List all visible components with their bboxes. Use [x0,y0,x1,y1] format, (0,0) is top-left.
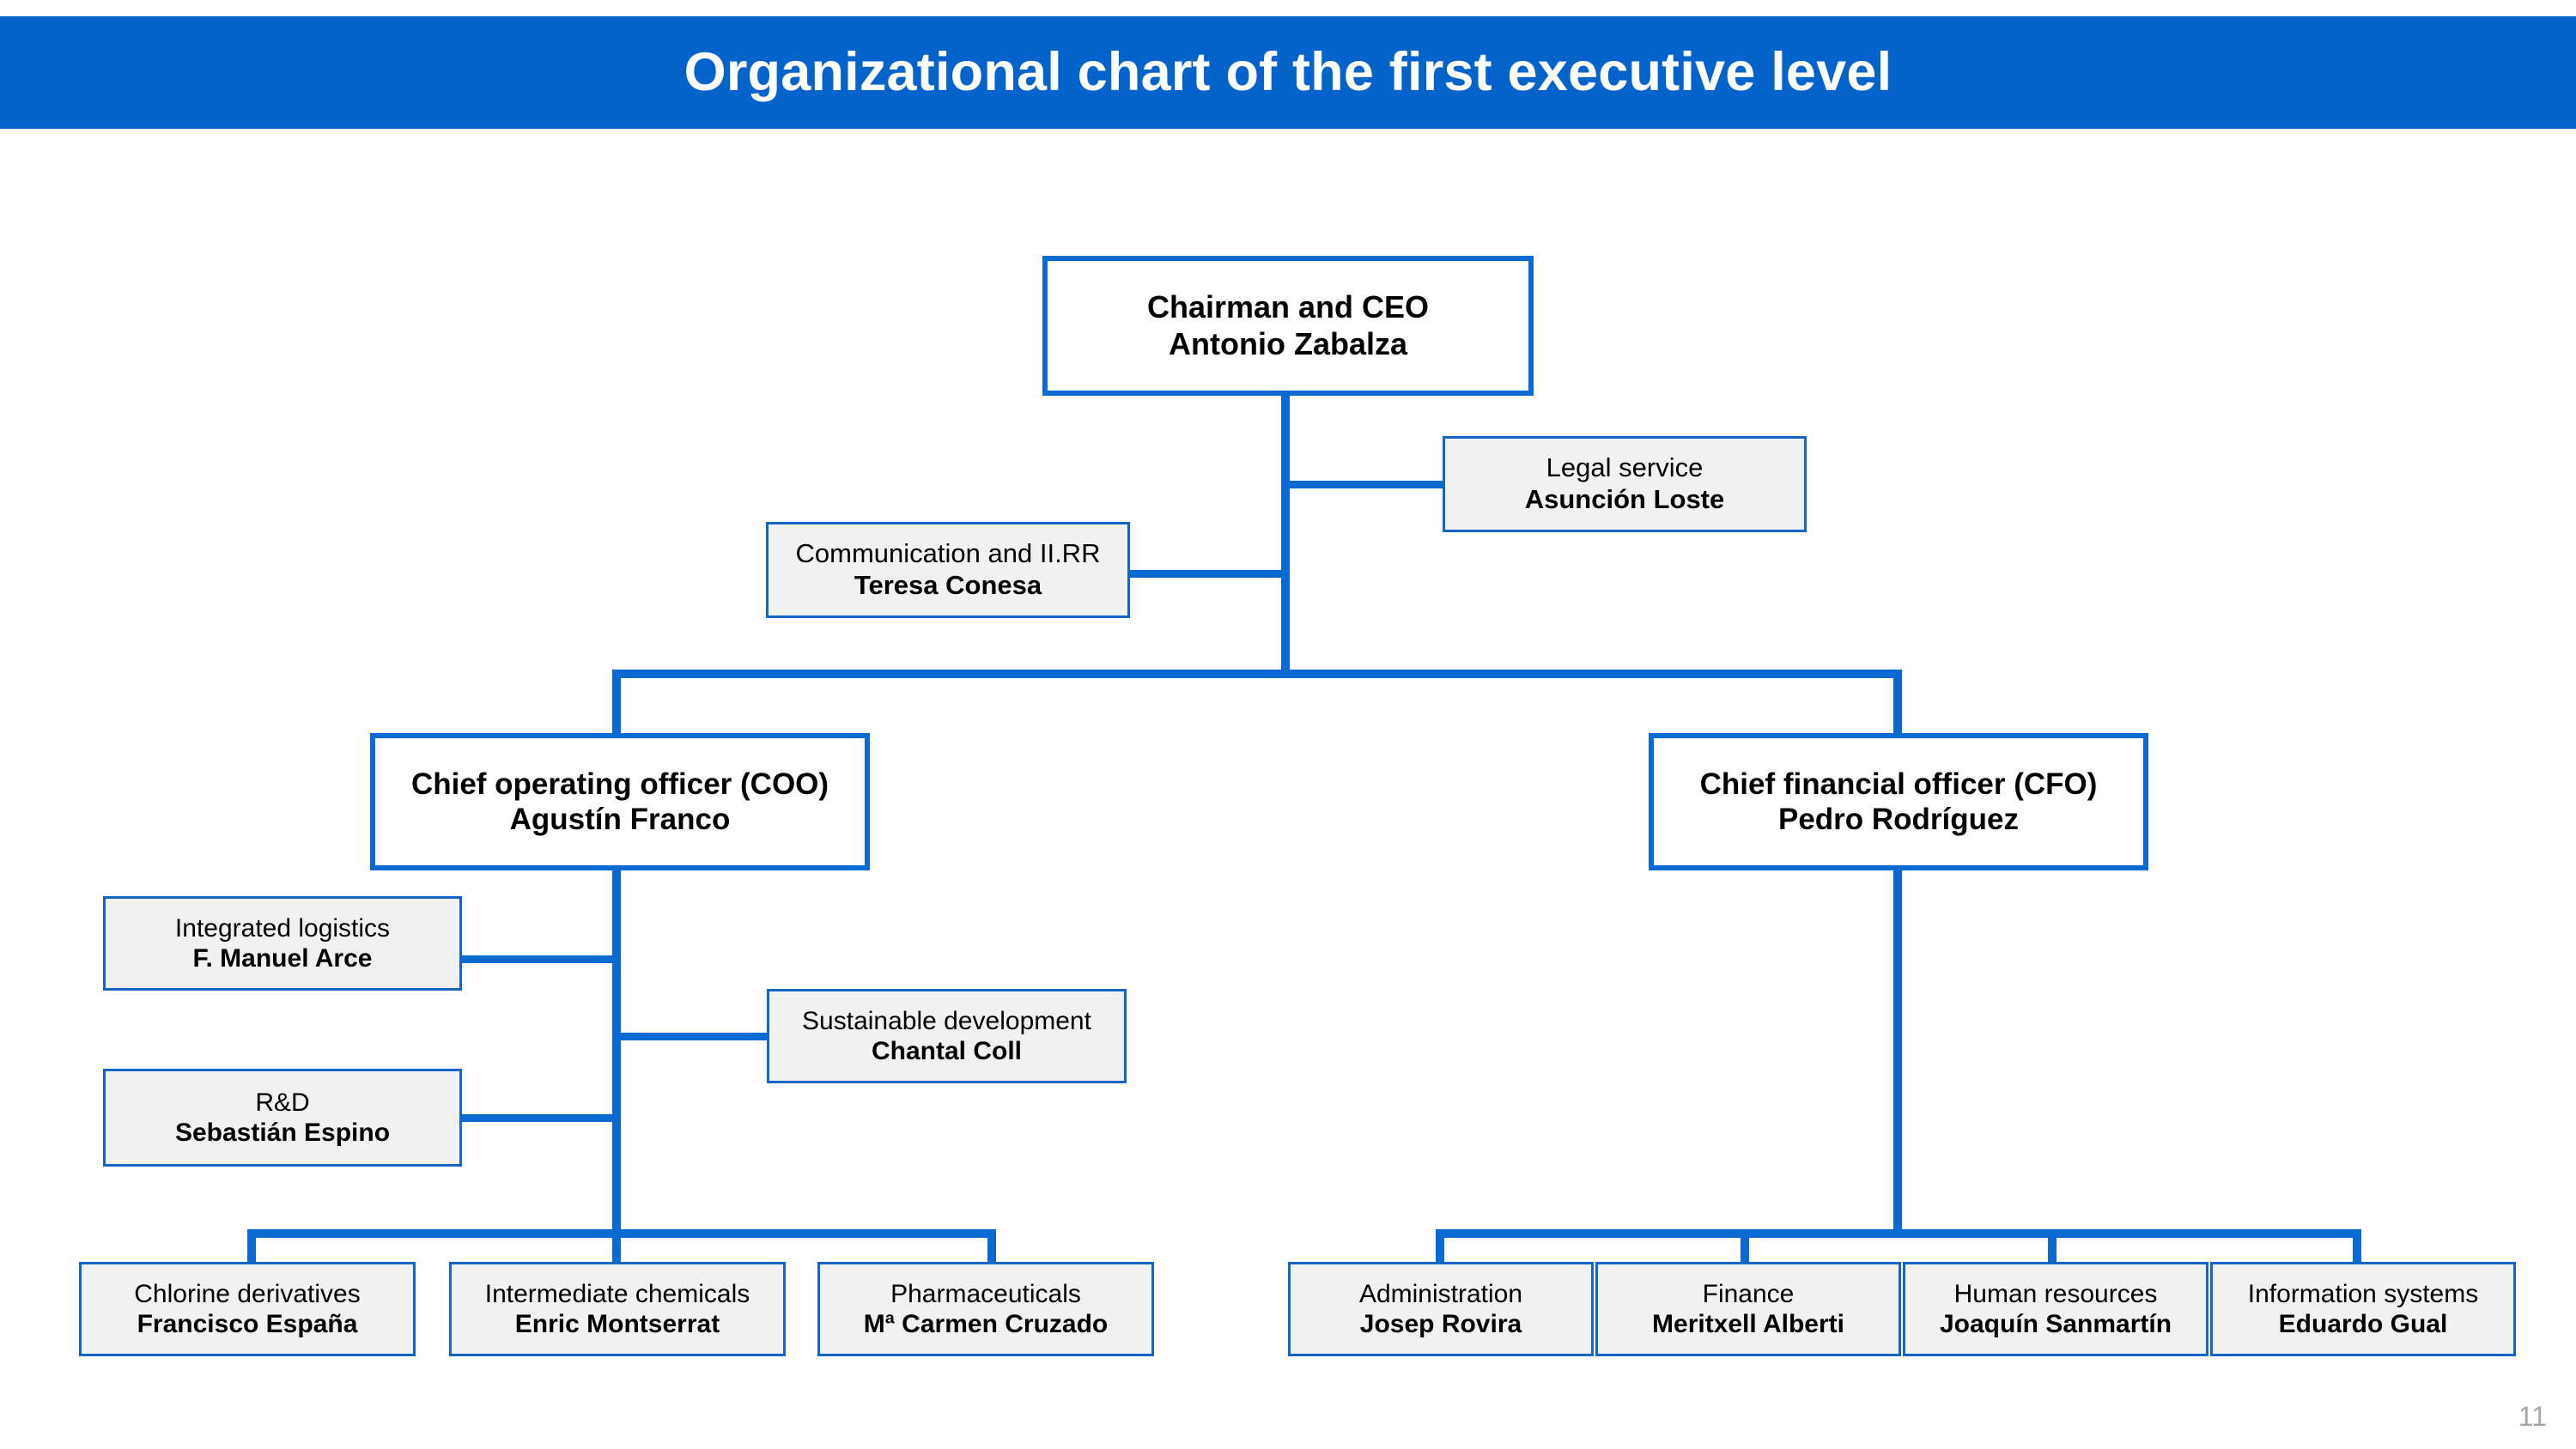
node-role: Finance [1702,1279,1795,1308]
node-role: Integrated logistics [174,913,391,943]
node-role: Information systems [2247,1279,2479,1308]
node-person: Asunción Loste [1524,484,1725,514]
node-role: Administration [1358,1279,1523,1308]
node-human-resources[interactable]: Human resources Joaquín Sanmartín [1903,1262,2208,1356]
connector-drop-to-it [2353,1229,2361,1264]
node-role: Chief operating officer (COO) [410,767,829,801]
connector-coo-stem [612,870,621,1234]
connector-coo-bottom-bar [247,1229,996,1238]
node-communication-iirr[interactable]: Communication and II.RR Teresa Conesa [766,522,1130,618]
connector-drop-to-pharmaceuticals [987,1229,996,1264]
connector-drop-to-chlorine [247,1229,256,1264]
node-person: Teresa Conesa [854,570,1042,600]
node-person: Agustín Franco [509,803,731,836]
node-role: Sustainable development [802,1006,1091,1035]
node-person: Chantal Coll [871,1037,1022,1065]
node-finance[interactable]: Finance Meritxell Alberti [1595,1262,1901,1356]
node-person: Meritxell Alberti [1652,1310,1844,1338]
node-person: Josep Rovira [1359,1310,1522,1338]
node-role: Intermediate chemicals [484,1279,750,1308]
node-person: Francisco España [137,1310,358,1338]
slide-header-band: Organizational chart of the first execut… [0,16,2576,129]
node-person: Eduardo Gual [2278,1310,2448,1338]
node-pharmaceuticals[interactable]: Pharmaceuticals Mª Carmen Cruzado [817,1262,1154,1356]
node-role: Pharmaceuticals [890,1279,1081,1308]
connector-coo-to-rd [462,1114,617,1122]
node-sustainable-development[interactable]: Sustainable development Chantal Coll [767,989,1127,1083]
connector-drop-to-intermediate [612,1229,621,1264]
connector-top-distribution-bar [612,670,1902,678]
node-rd[interactable]: R&D Sebastián Espino [103,1069,462,1167]
connector-coo-to-logistics [462,955,617,963]
node-intermediate-chemicals[interactable]: Intermediate chemicals Enric Montserrat [449,1262,786,1356]
connector-drop-to-administration [1436,1229,1444,1264]
node-person: Pedro Rodríguez [1777,803,2020,836]
node-chairman-ceo[interactable]: Chairman and CEO Antonio Zabalza [1042,256,1534,396]
node-person: F. Manuel Arce [192,944,373,973]
node-role: Legal service [1546,452,1704,483]
node-person: Mª Carmen Cruzado [863,1310,1109,1338]
node-chlorine-derivatives[interactable]: Chlorine derivatives Francisco España [79,1262,416,1356]
node-person: Enric Montserrat [514,1310,720,1338]
node-role: Chief financial officer (CFO) [1699,767,2098,801]
connector-cfo-bottom-bar [1436,1229,2361,1238]
node-information-systems[interactable]: Information systems Eduardo Gual [2210,1262,2516,1356]
connector-drop-to-coo [612,670,621,733]
node-role: Human resources [1953,1279,2158,1308]
node-chief-operating-officer[interactable]: Chief operating officer (COO) Agustín Fr… [370,733,870,870]
connector-drop-to-cfo [1893,670,1902,733]
connector-drop-to-hr [2048,1229,2057,1264]
connector-cfo-stem [1893,870,1902,1234]
node-role: R&D [255,1088,310,1117]
page-title: Organizational chart of the first execut… [683,42,1893,102]
node-administration[interactable]: Administration Josep Rovira [1288,1262,1594,1356]
node-legal-service[interactable]: Legal service Asunción Loste [1443,436,1807,532]
connector-coo-to-sustainable [617,1033,769,1040]
node-role: Chairman and CEO [1146,289,1430,325]
node-chief-financial-officer[interactable]: Chief financial officer (CFO) Pedro Rodr… [1649,733,2148,870]
connector-drop-to-finance [1741,1229,1749,1264]
node-role: Communication and II.RR [795,538,1101,569]
connector-ceo-to-legal [1281,481,1443,488]
page-number: 11 [2518,1401,2547,1432]
node-role: Chlorine derivatives [134,1279,361,1308]
node-person: Joaquín Sanmartín [1939,1310,2172,1338]
connector-ceo-to-communication [1129,570,1284,578]
node-integrated-logistics[interactable]: Integrated logistics F. Manuel Arce [103,896,462,991]
node-person: Sebastián Espino [174,1119,391,1147]
connector-ceo-stem [1281,393,1290,677]
node-person: Antonio Zabalza [1169,325,1407,361]
